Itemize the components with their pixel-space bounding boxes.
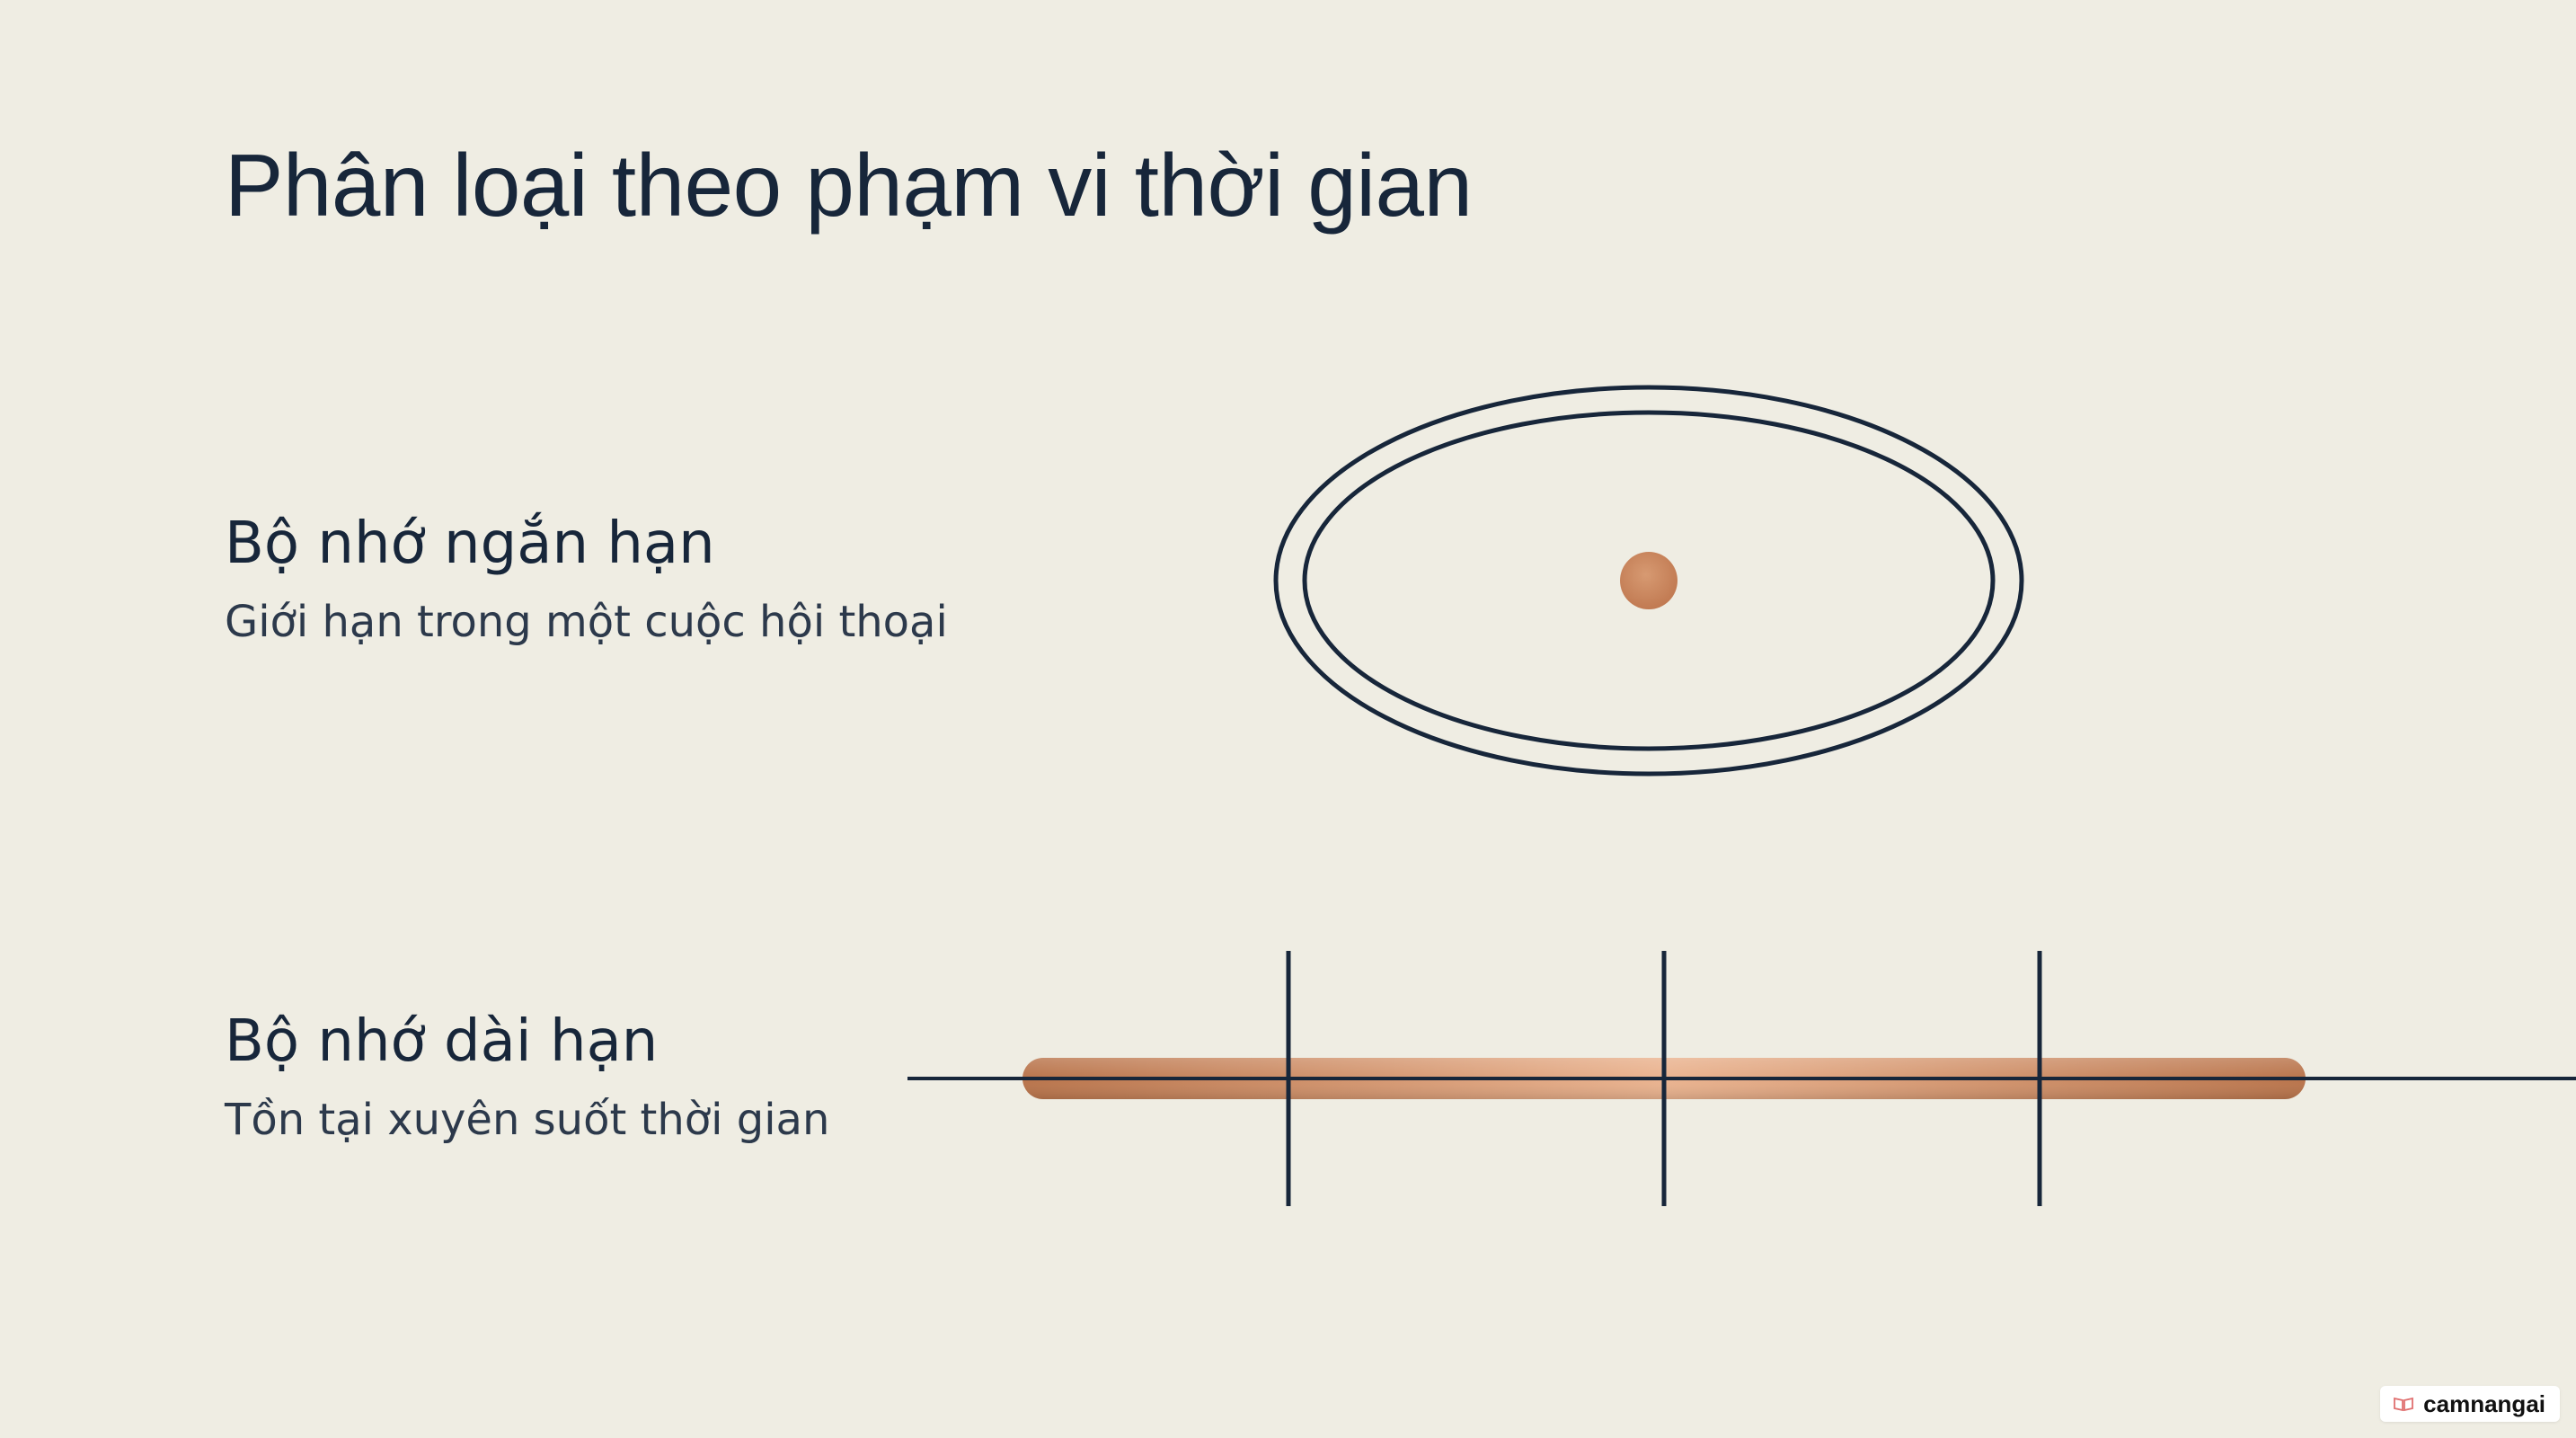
memory-dot [1620, 552, 1677, 609]
watermark-badge: camnangai [2380, 1386, 2560, 1422]
slide-title: Phân loại theo phạm vi thời gian [225, 136, 1473, 235]
short-term-icon [1273, 385, 2024, 777]
long-term-description: Tồn tại xuyên suốt thời gian [225, 1095, 830, 1145]
long-term-icon [907, 951, 2576, 1206]
watermark-text: camnangai [2423, 1389, 2545, 1417]
long-term-title: Bộ nhớ dài hạn [225, 1008, 659, 1075]
book-icon [2394, 1397, 2414, 1412]
short-term-description: Giới hạn trong một cuộc hội thoại [225, 597, 948, 647]
short-term-title: Bộ nhớ ngắn hạn [225, 510, 715, 577]
inner-ellipse [1302, 410, 1996, 751]
outer-ellipse [1273, 385, 2024, 777]
